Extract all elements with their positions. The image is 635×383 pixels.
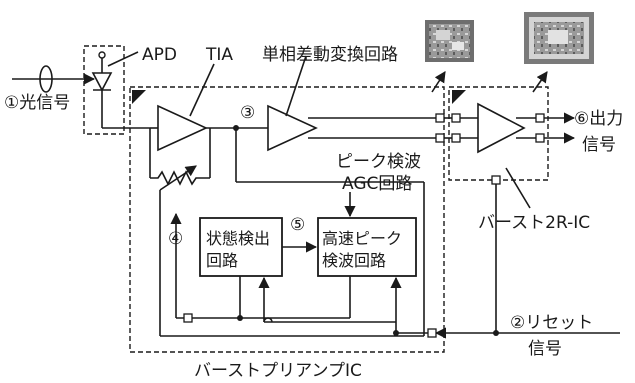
preamp-label: バーストプリアンプIC — [194, 361, 362, 381]
agc-label: AGC回路 — [342, 174, 412, 194]
preamp-reset-pad — [428, 329, 436, 337]
reset-label-line2: 信号 — [528, 339, 562, 359]
burst2r-corner-mark — [452, 90, 466, 104]
limiter-reset-pad — [492, 176, 500, 184]
output-label-line2: 信号 — [582, 135, 616, 155]
burst2r-label: バースト2R-IC — [478, 213, 590, 233]
preamp-die-photo — [425, 20, 474, 62]
fast-peak-label-2: 検波回路 — [322, 251, 386, 270]
state-detect-label-1: 状態検出 — [206, 229, 270, 248]
preamp-corner-mark — [132, 90, 146, 104]
burst2r-leader — [506, 168, 530, 208]
node4-label: ④ — [168, 229, 183, 249]
state-detect-label-2: 回路 — [206, 251, 238, 270]
output-label-line1: ⑥出力 — [574, 109, 623, 129]
die-photo-pointer-2 — [533, 72, 547, 92]
junction — [237, 315, 243, 321]
burst2r-out-pad — [536, 134, 544, 142]
burst2r-pad — [452, 134, 460, 142]
die-photo-pointer-1 — [432, 72, 445, 92]
feedback-resistor — [150, 172, 210, 184]
reset-label-line1: ②リセット — [510, 313, 593, 333]
node5-label: ⑤ — [290, 215, 305, 235]
tia-amplifier — [158, 106, 206, 150]
apd-leader — [108, 52, 138, 66]
converter-leader — [286, 56, 306, 116]
preamp-pad — [436, 114, 444, 122]
burst2r-die-photo — [524, 12, 594, 64]
junction — [493, 330, 499, 336]
tia-leader — [190, 64, 214, 116]
node4-junction — [184, 314, 192, 322]
optical-signal-label: ①光信号 — [4, 93, 70, 113]
junction — [393, 330, 399, 336]
preamp-pad — [436, 134, 444, 142]
node3-label: ③ — [240, 103, 255, 123]
burst2r-pad — [452, 114, 460, 122]
fast-peak-label-1: 高速ピーク — [322, 229, 402, 248]
apd-label: APD — [142, 45, 177, 65]
peak-detect-label: ピーク検波 — [336, 152, 421, 172]
burst2r-out-pad — [536, 114, 544, 122]
limiter-amplifier — [478, 104, 524, 152]
tia-label: TIA — [205, 45, 233, 65]
converter-label: 単相差動変換回路 — [262, 45, 398, 65]
converter-amplifier — [268, 106, 316, 150]
